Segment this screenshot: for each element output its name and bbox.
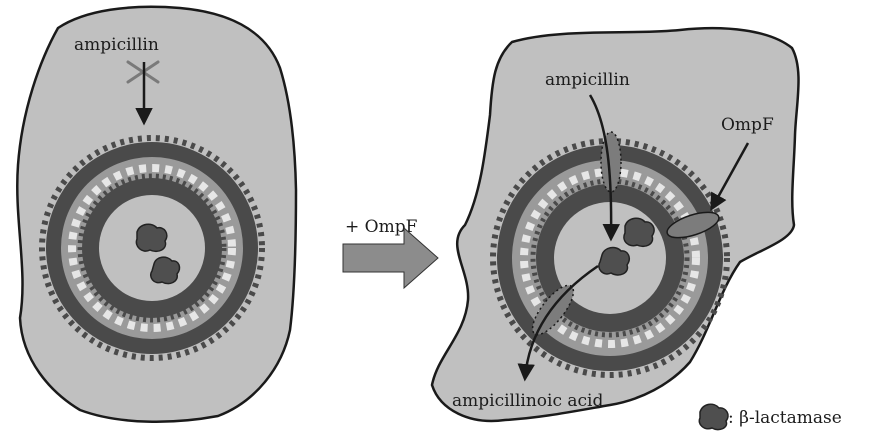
- transition-arrow-icon: [343, 228, 438, 288]
- right-enzyme-2: [599, 248, 629, 275]
- left-enzyme-1: [136, 224, 166, 251]
- ompf-label: OmpF: [721, 115, 774, 135]
- ampicillinoic-acid-label: ampicillinoic acid: [452, 391, 603, 411]
- left-cell: ampicillin: [17, 7, 296, 422]
- right-ampicillin-label: ampicillin: [545, 70, 630, 90]
- beta-lactamase-legend-icon: [699, 404, 728, 429]
- left-ampicillin-label: ampicillin: [74, 35, 159, 55]
- legend-label: : β-lactamase: [728, 408, 842, 428]
- right-enzyme-1: [624, 218, 654, 246]
- left-enzyme-2: [151, 257, 180, 283]
- right-cell: ampicillin OmpF ampicillinoic acid: [432, 28, 799, 421]
- legend: : β-lactamase: [699, 404, 842, 429]
- transition-arrow: + OmpF: [343, 217, 438, 288]
